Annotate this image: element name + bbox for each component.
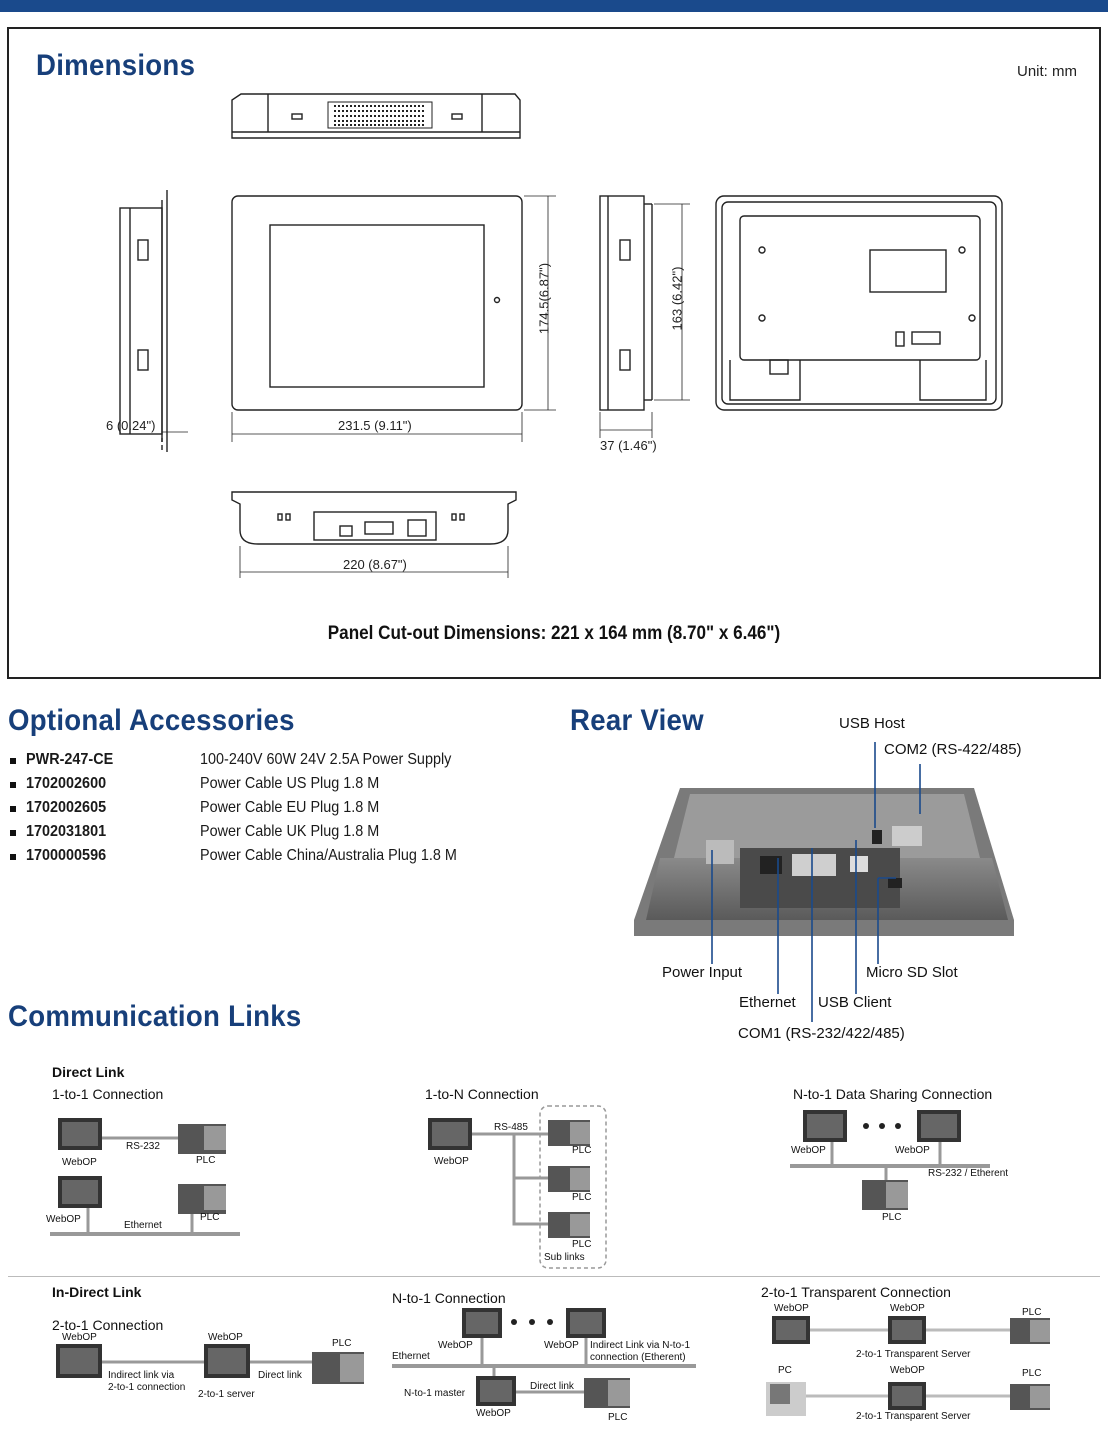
- rear-view-photo: [634, 788, 1014, 936]
- label-plc: PLC: [572, 1145, 592, 1156]
- label-webop: WebOP: [208, 1332, 243, 1343]
- one-to-one-title: 1-to-1 Connection: [52, 1086, 164, 1102]
- label-plc: PLC: [200, 1212, 220, 1223]
- right-side-view: [599, 195, 653, 411]
- label-ethernet: Ethernet: [392, 1351, 430, 1362]
- dimension-drawings: [119, 93, 1003, 578]
- label-com1: COM1 (RS-232/422/485): [738, 1025, 905, 1042]
- accessories-title: Optional Accessories: [8, 704, 295, 737]
- dim-depth-side: 37 (1.46"): [600, 438, 657, 453]
- label-plc: PLC: [1022, 1307, 1042, 1318]
- label-webop: WebOP: [791, 1145, 826, 1156]
- dimensions-panel: Dimensions Unit: mm Panel Cut-out Dimens…: [7, 27, 1101, 679]
- label-webop: WebOP: [890, 1303, 925, 1314]
- top-accent-bar: [0, 0, 1108, 12]
- indirect-link-heading: In-Direct Link: [52, 1284, 142, 1300]
- label-sub-links: Sub links: [544, 1252, 585, 1263]
- dim-width: 231.5 (9.11"): [338, 418, 412, 433]
- rear-view-title: Rear View: [570, 704, 704, 737]
- label-transparent-server: 2-to-1 Transparent Server: [856, 1411, 971, 1422]
- label-webop: WebOP: [434, 1156, 469, 1167]
- label-webop: WebOP: [46, 1214, 81, 1225]
- label-webop: WebOP: [62, 1332, 97, 1343]
- label-plc: PLC: [1022, 1368, 1042, 1379]
- label-plc: PLC: [196, 1155, 216, 1166]
- indirect-link-diagram: [56, 1308, 1050, 1416]
- label-plc: PLC: [572, 1239, 592, 1250]
- label-bus: RS-232 / Etherent: [928, 1168, 1009, 1179]
- label-indirect-link: Indirect link via 2-to-1 connection: [108, 1370, 186, 1393]
- label-webop: WebOP: [476, 1408, 511, 1419]
- dim-inner-height: 163 (6.42"): [669, 266, 685, 331]
- two-to-one-title: 2-to-1 Connection: [52, 1317, 164, 1333]
- label-micro-sd: Micro SD Slot: [866, 964, 958, 981]
- label-server: 2-to-1 server: [198, 1389, 255, 1400]
- cutout-dimensions: Panel Cut-out Dimensions: 221 x 164 mm (…: [327, 623, 781, 644]
- comm-links-title: Communication Links: [8, 1000, 302, 1033]
- dim-depth-front: 6 (0.24"): [106, 418, 156, 433]
- label-power-input: Power Input: [662, 964, 743, 981]
- unit-label: Unit: mm: [1017, 63, 1077, 80]
- direct-link-diagram: [50, 1105, 990, 1269]
- label-rs232: RS-232: [126, 1141, 160, 1152]
- label-pc: PC: [778, 1365, 792, 1376]
- label-plc: PLC: [332, 1338, 352, 1349]
- label-indirect-via: Indirect Link via N-to-1 connection (Eth…: [590, 1340, 691, 1363]
- label-usb-host: USB Host: [839, 715, 905, 732]
- label-webop: WebOP: [62, 1157, 97, 1168]
- back-view-drawing: [715, 195, 1003, 411]
- transparent-title: 2-to-1 Transparent Connection: [761, 1284, 951, 1300]
- dim-height: 174.5(6.87"): [536, 262, 552, 335]
- n-to-one-sharing-title: N-to-1 Data Sharing Connection: [793, 1086, 993, 1102]
- label-plc: PLC: [882, 1212, 902, 1223]
- direct-link-heading: Direct Link: [52, 1064, 125, 1080]
- label-webop: WebOP: [895, 1145, 930, 1156]
- label-direct-link: Direct link: [258, 1370, 302, 1381]
- label-transparent-server: 2-to-1 Transparent Server: [856, 1349, 971, 1360]
- one-to-n-title: 1-to-N Connection: [425, 1086, 539, 1102]
- label-plc: PLC: [572, 1192, 592, 1203]
- label-direct-link: Direct link: [530, 1381, 574, 1392]
- rear-view-callouts: [711, 742, 921, 1022]
- label-ethernet: Ethernet: [739, 994, 796, 1011]
- label-com2: COM2 (RS-422/485): [884, 741, 1022, 758]
- label-ethernet: Ethernet: [124, 1220, 162, 1231]
- label-webop: WebOP: [890, 1365, 925, 1376]
- section-divider: [8, 1276, 1100, 1277]
- label-webop: WebOP: [774, 1303, 809, 1314]
- label-webop: WebOP: [438, 1340, 473, 1351]
- top-view-drawing: [231, 93, 521, 139]
- left-side-view: [119, 190, 168, 452]
- dimensions-title: Dimensions: [36, 49, 196, 82]
- label-rs485: RS-485: [494, 1122, 528, 1133]
- dim-bottom-width: 220 (8.67"): [343, 557, 407, 572]
- bottom-view-drawing: [231, 491, 517, 545]
- label-master: N-to-1 master: [404, 1388, 466, 1399]
- label-usb-client: USB Client: [818, 994, 892, 1011]
- label-webop: WebOP: [544, 1340, 579, 1351]
- n-to-one-title: N-to-1 Connection: [392, 1290, 506, 1306]
- front-view-drawing: [231, 195, 523, 411]
- label-plc: PLC: [608, 1412, 628, 1423]
